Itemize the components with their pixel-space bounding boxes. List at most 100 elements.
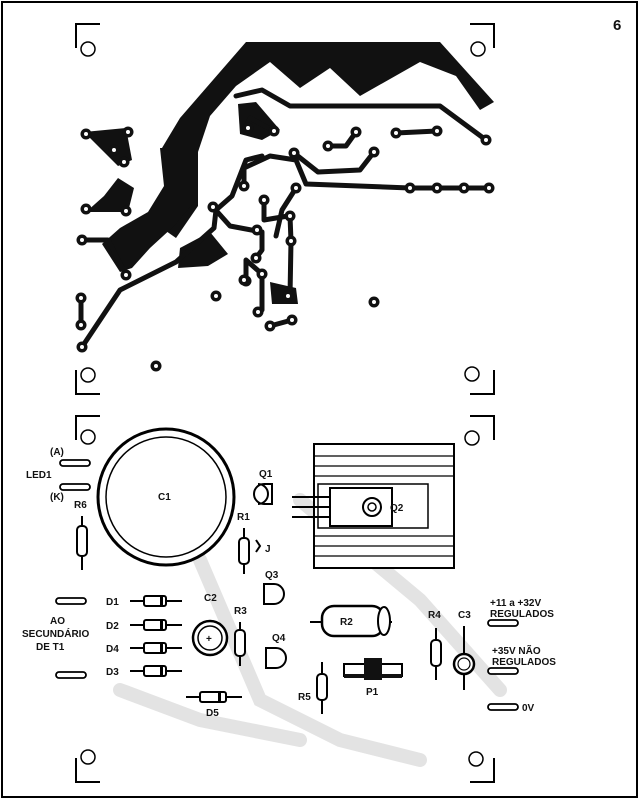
r5-resistor: R5 [298, 662, 328, 714]
q3-label: Q3 [265, 570, 279, 581]
led1-cathode-label: (K) [50, 492, 64, 503]
pcb-pad-hole [124, 209, 128, 213]
pcb-pad-hole [80, 345, 84, 349]
pcb-pad-hole [462, 186, 466, 190]
led1-label: LED1 [26, 470, 52, 481]
r3-label: R3 [234, 606, 247, 617]
unregulated-label-line1: +35V NÃO [492, 644, 541, 657]
pcb-pad-hole [80, 238, 84, 242]
d3-label: D3 [106, 667, 119, 678]
pcb-pad-hole [124, 273, 128, 277]
pcb-pad-hole [286, 294, 290, 298]
p1-potentiometer: P1 [343, 658, 403, 698]
q1-label: Q1 [259, 469, 273, 480]
d2-label: D2 [106, 621, 119, 632]
q2-label: Q2 [390, 503, 404, 514]
output-terminals: +11 a +32V REGULADOS +35V NÃO REGULADOS … [487, 598, 556, 714]
c3-capacitor: C3 [452, 610, 476, 690]
pcb-pad-hole [84, 132, 88, 136]
c2-capacitor: + C2 [191, 593, 229, 657]
regulated-label-line1: +11 a +32V [490, 598, 541, 609]
r1-resistor: R1 J [237, 512, 271, 574]
pcb-pad-hole [126, 130, 130, 134]
c2-plus-mark: + [206, 634, 212, 645]
pcb-pads [75, 122, 495, 372]
q3-transistor: Q3 [263, 570, 285, 605]
r4-resistor: R4 [428, 610, 442, 680]
pcb-pad-hole [326, 144, 330, 148]
pcb-pad-hole [242, 278, 246, 282]
d5-label: D5 [206, 708, 219, 719]
pcb-pad-hole [256, 310, 260, 314]
corner-marks-top [75, 23, 495, 395]
d5-diode: D5 [186, 691, 242, 719]
r6-label: R6 [74, 500, 87, 511]
pcb-pad-hole [487, 186, 491, 190]
pcb-pad-hole [288, 214, 292, 218]
component-layout: C1 Q2 [22, 415, 556, 783]
led1-anode-label: (A) [50, 447, 64, 458]
pcb-pad-hole [260, 272, 264, 276]
pcb-pad-hole [372, 300, 376, 304]
pcb-pad-hole [112, 148, 116, 152]
r2-label: R2 [340, 617, 353, 628]
pcb-pad-hole [84, 207, 88, 211]
pcb-pad-hole [272, 129, 276, 133]
corner-marks-bottom [75, 415, 495, 783]
unregulated-label-line2: REGULADOS [492, 657, 556, 668]
figure-number: 6 [613, 17, 621, 34]
secondary-label-line1: AO [50, 616, 65, 627]
pcb-pad-hole [254, 256, 258, 260]
pcb-copper-layout [75, 23, 495, 395]
pcb-pad-hole [79, 323, 83, 327]
pcb-pad-hole [214, 294, 218, 298]
pcb-pad-hole [154, 364, 158, 368]
secondary-label-line2: SECUNDÁRIO [22, 627, 89, 640]
r2-resistor: R2 [310, 604, 392, 638]
regulated-label-line2: REGULADOS [490, 609, 554, 620]
pcb-pad-hole [211, 205, 215, 209]
pcb-pad-hole [290, 318, 294, 322]
secondary-label-line3: DE T1 [36, 642, 65, 653]
pcb-pad-hole [289, 239, 293, 243]
led1-terminals: (A) LED1 (K) [26, 447, 91, 503]
c1-capacitor: C1 [96, 427, 236, 567]
q4-label: Q4 [272, 633, 286, 644]
mounting-holes-bottom [80, 429, 484, 767]
pcb-pad-hole [79, 296, 83, 300]
secondary-terminals: AO SECUNDÁRIO DE T1 [22, 597, 89, 679]
pcb-pad-hole [262, 198, 266, 202]
zero-volt-label: 0V [522, 703, 535, 714]
c1-label: C1 [158, 492, 171, 503]
r6-resistor: R6 [74, 500, 88, 570]
pcb-pad-hole [268, 324, 272, 328]
pcb-pad-hole [435, 129, 439, 133]
c3-label: C3 [458, 610, 471, 621]
q1-transistor: Q1 [253, 469, 273, 505]
r1-label: R1 [237, 512, 250, 523]
d4-label: D4 [106, 644, 119, 655]
heatsink: Q2 [292, 443, 455, 569]
pcb-pad-hole [294, 186, 298, 190]
r5-label: R5 [298, 692, 311, 703]
pcb-pad-hole [394, 131, 398, 135]
pcb-pad-hole [484, 138, 488, 142]
mounting-holes-top [80, 41, 486, 383]
j-label: J [265, 544, 271, 555]
pcb-pad-hole [408, 186, 412, 190]
pcb-pad-hole [242, 184, 246, 188]
pcb-pad-hole [255, 228, 259, 232]
r4-label: R4 [428, 610, 441, 621]
pcb-pad-hole [372, 150, 376, 154]
c2-label: C2 [204, 593, 217, 604]
q4-transistor: Q4 [265, 633, 287, 669]
pcb-pad-hole [354, 130, 358, 134]
pcb-pad-hole [292, 151, 296, 155]
pcb-pad-hole [435, 186, 439, 190]
p1-label: P1 [366, 687, 379, 698]
diode-bank: D1 D2 D4 D3 [106, 595, 182, 678]
d1-label: D1 [106, 597, 119, 608]
pcb-pad-hole [122, 160, 126, 164]
